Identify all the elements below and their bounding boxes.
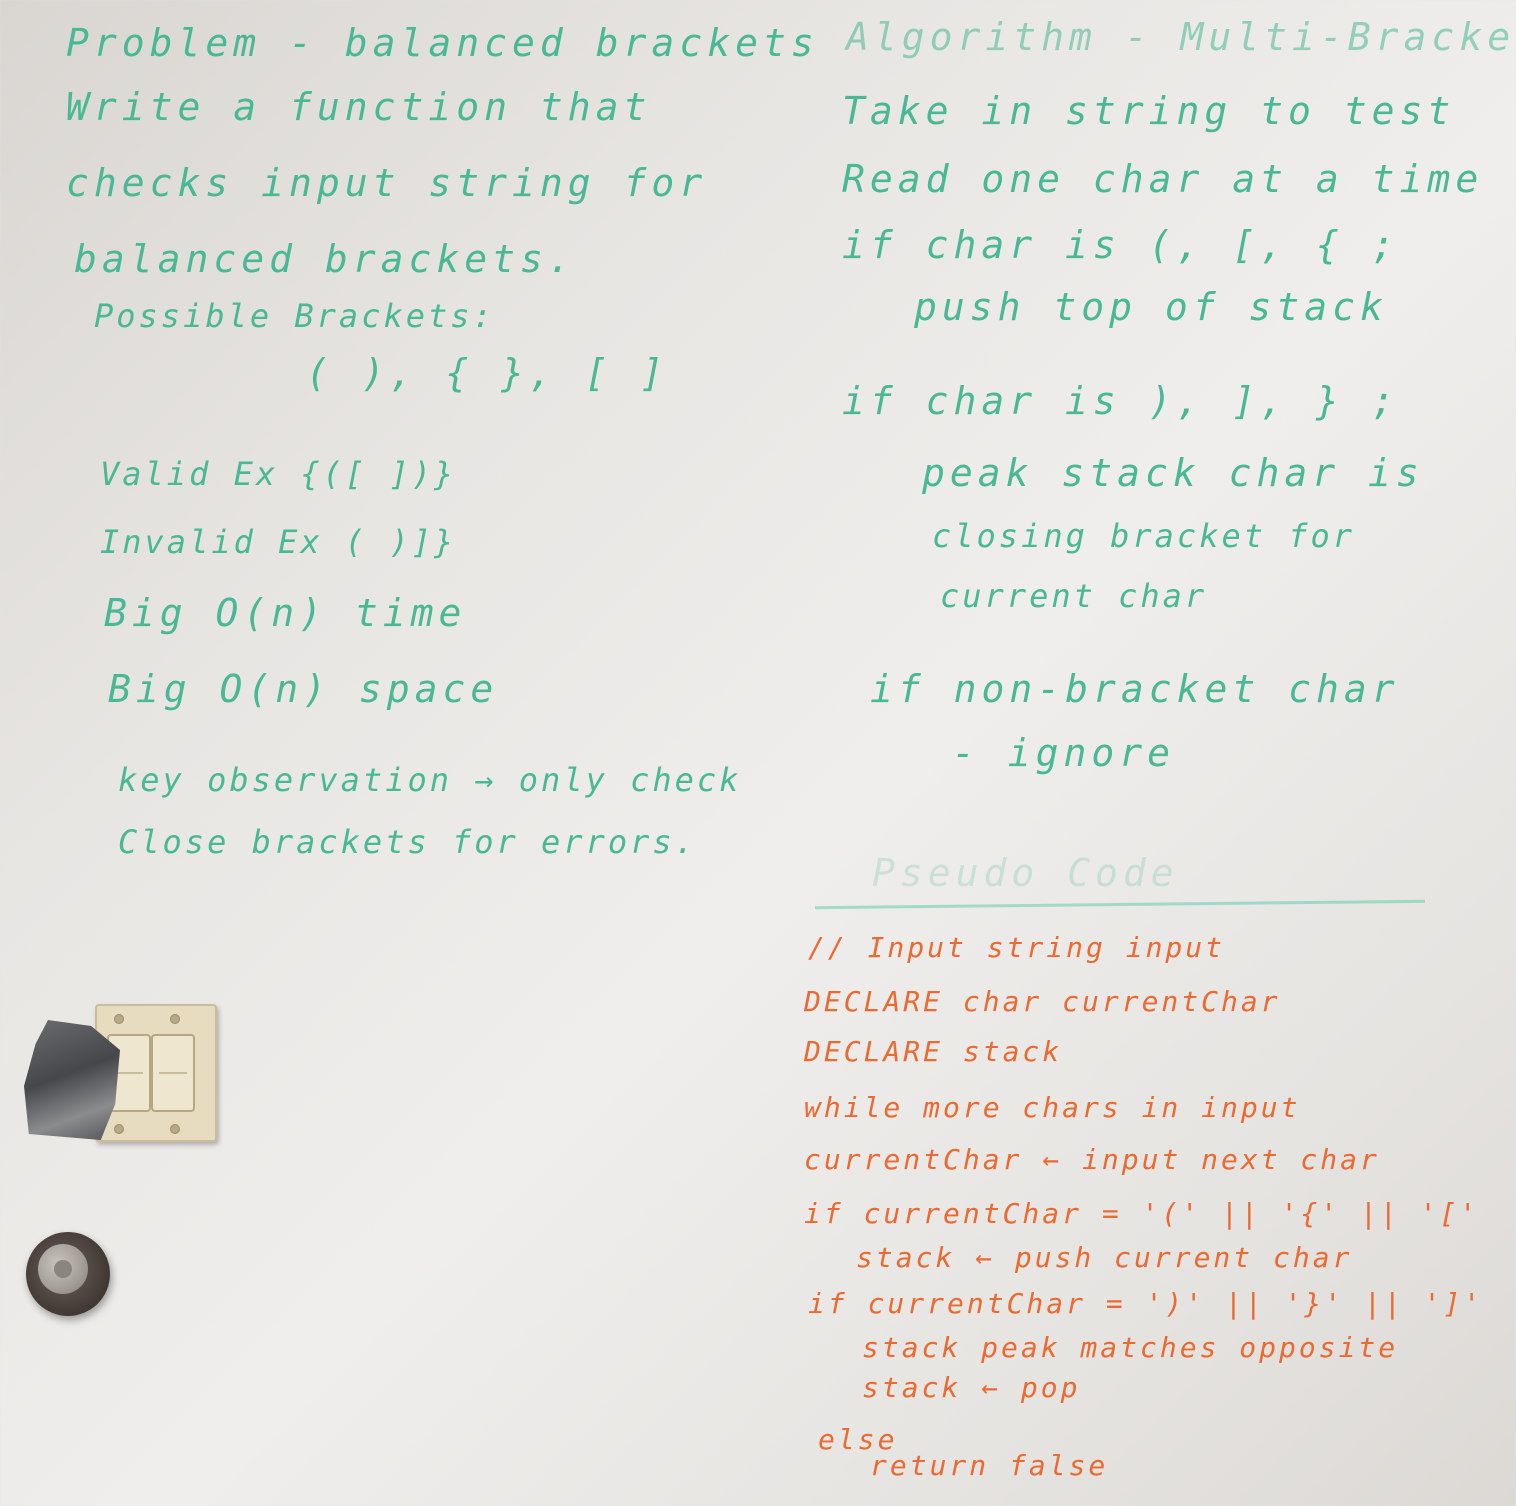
problem-line-2: checks input string for <box>66 161 708 205</box>
space-complexity: Big O(n) space <box>108 667 499 711</box>
light-switch-right[interactable] <box>151 1034 195 1112</box>
algorithm-step-2: Read one char at a time <box>842 157 1484 201</box>
duct-tape <box>24 1020 120 1140</box>
possible-brackets-label: Possible Brackets: <box>94 297 495 335</box>
problem-line-1: Write a function that <box>66 85 652 129</box>
algorithm-step-5b: - ignore <box>952 731 1176 775</box>
problem-title: Problem - balanced brackets <box>66 21 819 65</box>
invalid-example: Invalid Ex ( )]} <box>100 523 457 561</box>
heading-underline <box>815 899 1425 910</box>
light-switch-plate <box>95 1004 217 1142</box>
algorithm-step-3: if char is (, [, { ; <box>842 223 1400 267</box>
possible-brackets-list: ( ), { }, [ ] <box>306 351 669 395</box>
algorithm-step-4b: peak stack char is <box>922 451 1424 495</box>
algorithm-step-4c: closing bracket for <box>932 517 1356 555</box>
algorithm-title: Algorithm - Multi-Bracket <box>846 15 1516 59</box>
time-complexity: Big O(n) time <box>104 591 467 635</box>
algorithm-step-3b: push top of stack <box>914 285 1388 329</box>
pseudo-line-11: else <box>818 1423 898 1456</box>
pseudo-line-2: DECLARE char currentChar <box>804 985 1281 1018</box>
pseudo-line-3: DECLARE stack <box>804 1035 1063 1068</box>
algorithm-step-4d: current char <box>940 577 1208 615</box>
screw-icon <box>114 1014 124 1024</box>
pseudo-line-7: stack ← push current char <box>856 1241 1353 1274</box>
pseudo-line-10: stack ← pop <box>862 1371 1081 1404</box>
algorithm-step-5: if non-bracket char <box>870 667 1400 711</box>
problem-line-3: balanced brackets. <box>74 237 576 281</box>
key-observation-line-2: Close brackets for errors. <box>118 823 697 861</box>
pseudo-line-6: if currentChar = '(' || '{' || '[' <box>804 1197 1480 1230</box>
pseudo-line-12: return false <box>870 1449 1109 1482</box>
algorithm-step-1: Take in string to test <box>842 89 1456 133</box>
screw-icon <box>170 1014 180 1024</box>
pseudo-line-9: stack peak matches opposite <box>862 1331 1399 1364</box>
pseudo-line-4: while more chars in input <box>804 1091 1301 1124</box>
pseudo-line-8: if currentChar = ')' || '}' || ']' <box>808 1287 1484 1320</box>
keyhole-icon <box>54 1260 72 1278</box>
algorithm-step-4: if char is ), ], } ; <box>842 379 1400 423</box>
screw-icon <box>114 1124 124 1134</box>
pseudo-line-1: // Input string input <box>808 931 1226 964</box>
pseudo-code-heading: Pseudo Code <box>872 851 1179 895</box>
pseudo-line-5: currentChar ← input next char <box>804 1143 1380 1176</box>
screw-icon <box>170 1124 180 1134</box>
key-observation-line-1: key observation → only check <box>118 761 742 799</box>
valid-example: Valid Ex {([ ])} <box>100 455 457 493</box>
